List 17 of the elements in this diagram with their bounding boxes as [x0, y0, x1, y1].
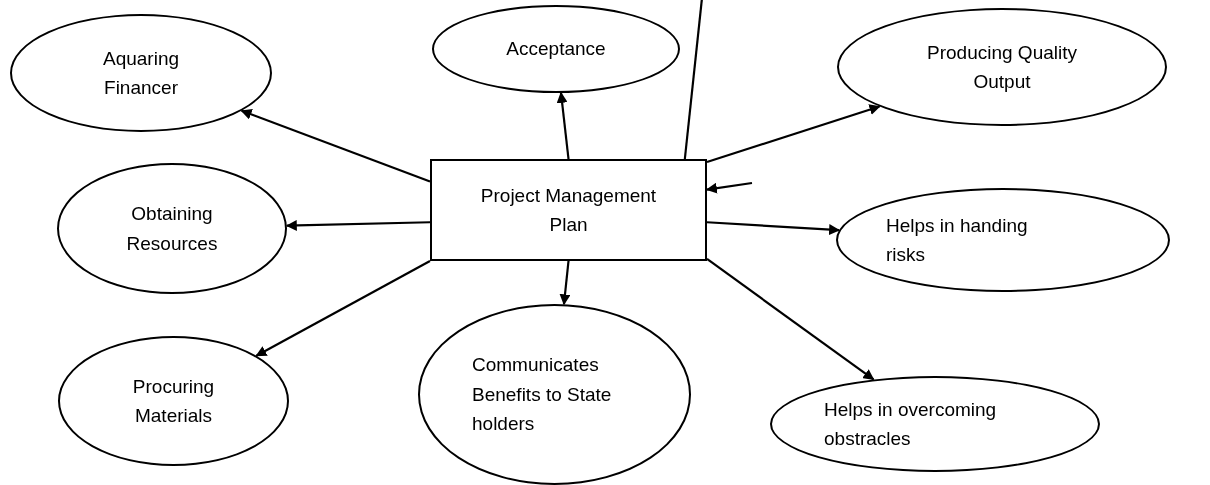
node-label: Helps in overcoming obstracles — [824, 397, 998, 451]
node-label: Project Management Plan — [479, 183, 658, 237]
node-label: Procuring Materials — [131, 374, 216, 428]
arrow — [285, 219, 431, 231]
node-label: Communicates Benefits to State holders — [472, 353, 612, 437]
arrow — [556, 91, 570, 160]
node-label: Acceptance — [505, 37, 607, 62]
node-label: Aquaring Financer — [101, 46, 181, 100]
arrow — [706, 104, 881, 164]
connector-line — [683, 0, 704, 160]
process-box — [430, 159, 707, 261]
node-label: Producing Quality Output — [926, 40, 1078, 94]
node-label: Helps in handing risks — [886, 213, 1029, 267]
node-label: Obtaining Resources — [125, 202, 219, 256]
arrow — [255, 260, 431, 357]
arrow — [240, 109, 431, 183]
arrow — [559, 260, 571, 306]
